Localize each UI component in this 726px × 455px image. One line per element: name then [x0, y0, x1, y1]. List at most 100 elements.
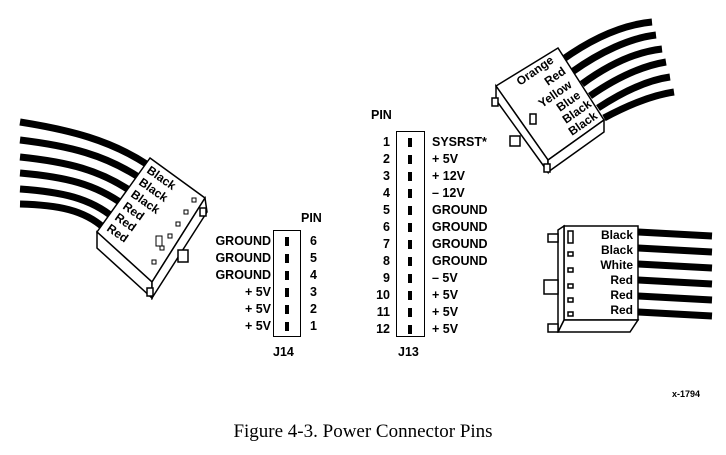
wire-label: White	[600, 258, 633, 272]
j14-pin-row: GROUND 5	[0, 250, 330, 267]
pin-number: 2	[383, 152, 390, 166]
pin-number: 8	[383, 254, 390, 268]
pin-contact	[408, 240, 412, 249]
figure-number: x-1794	[672, 389, 701, 399]
pin-contact	[408, 138, 412, 147]
j14-pin-row: + 5V 3	[0, 284, 330, 301]
left-power-plug: Black Black Black Red Red Red	[19, 118, 208, 300]
pin-signal: GROUND	[432, 203, 488, 217]
j13-pin-row: 2 + 5V	[0, 151, 726, 168]
pin-signal: + 5V	[432, 322, 459, 336]
pin-number: 10	[376, 288, 390, 302]
pin-number: 4	[310, 268, 317, 282]
pin-signal: – 12V	[432, 186, 465, 200]
j14-pin-row: + 5V 1	[0, 318, 330, 335]
wire-label: Red	[610, 288, 633, 302]
wire	[19, 118, 150, 168]
pin-signal: + 5V	[432, 305, 459, 319]
lower-plug-wire-labels: Black Black White Red Red Red	[600, 228, 633, 317]
pin-contact	[408, 325, 412, 334]
pin-number: 3	[383, 169, 390, 183]
pin-contact	[408, 274, 412, 283]
pin-contact	[285, 305, 289, 314]
j13-pin-row: 4 – 12V	[0, 185, 726, 202]
pin-signal: GROUND	[432, 237, 488, 251]
wire	[19, 136, 142, 181]
left-plug-latches	[151, 197, 197, 265]
lower-plug-wires	[637, 228, 713, 320]
j13-connector-box	[396, 131, 425, 337]
pin-contact	[408, 189, 412, 198]
pin-number: 7	[383, 237, 390, 251]
j14-label: J14	[273, 345, 294, 359]
pin-number: 9	[383, 271, 390, 285]
j13-pin-row: 9 – 5V	[0, 270, 726, 287]
pin-number: 6	[383, 220, 390, 234]
j13-pin-row: 11 + 5V	[0, 304, 726, 321]
wire-label: Red	[610, 303, 633, 317]
pin-number: 3	[310, 285, 317, 299]
pin-contact	[408, 172, 412, 181]
wire	[588, 58, 667, 99]
pin-contact	[285, 271, 289, 280]
wire	[602, 88, 675, 122]
pin-contact	[408, 308, 412, 317]
pin-number: 6	[310, 234, 317, 248]
pin-contact	[408, 257, 412, 266]
pin-number: 1	[383, 135, 390, 149]
j13-pin-row: 3 + 12V	[0, 168, 726, 185]
pin-signal: – 5V	[432, 271, 458, 285]
wire-label: Black	[601, 243, 633, 257]
pin-contact	[285, 288, 289, 297]
pin-signal: + 12V	[432, 169, 466, 183]
j14-connector-box	[273, 230, 301, 337]
pin-contact	[285, 322, 289, 331]
wire	[637, 228, 713, 240]
j13-pin-row: 1 SYSRST*	[0, 134, 726, 151]
pin-number: 4	[383, 186, 390, 200]
wire	[637, 260, 713, 272]
wire-label: Red	[610, 273, 633, 287]
pin-signal: GROUND	[432, 254, 488, 268]
pin-number: 5	[310, 251, 317, 265]
j14-pin-row: GROUND 6	[0, 233, 330, 250]
pin-contact	[408, 223, 412, 232]
pin-signal: SYSRST*	[432, 135, 487, 149]
j13-pin-row: 7 GROUND	[0, 236, 726, 253]
pin-number: 11	[376, 305, 390, 319]
j14-pin-row: GROUND 4	[0, 267, 330, 284]
pin-signal: + 5V	[432, 152, 459, 166]
pin-number: 2	[310, 302, 317, 316]
wire	[569, 31, 657, 75]
j13-pin-row: 12 + 5V	[0, 321, 726, 338]
left-plug-wires	[19, 118, 150, 231]
j13-pin-row: 8 GROUND	[0, 253, 726, 270]
pin-contact	[408, 206, 412, 215]
pin-contact	[408, 291, 412, 300]
j13-pin-row: 5 GROUND	[0, 202, 726, 219]
pin-signal: + 5V	[244, 285, 271, 299]
j13-label: J13	[398, 345, 419, 359]
figure-caption: Figure 4-3. Power Connector Pins	[233, 421, 493, 442]
wire	[559, 18, 653, 63]
pin-contact	[285, 254, 289, 263]
pin-signal: GROUND	[215, 234, 271, 248]
j14-pin-row: + 5V 2	[0, 301, 330, 318]
pin-number: 5	[383, 203, 390, 217]
left-plug-wire-labels: Black Black Black Red Red Red	[104, 163, 179, 245]
wire	[637, 308, 713, 320]
pin-contact	[408, 155, 412, 164]
j14-pin-header: PIN	[301, 211, 322, 225]
pin-number: 12	[376, 322, 390, 336]
upper-plug-body	[491, 46, 606, 175]
pin-signal: + 5V	[244, 302, 271, 316]
upper-plug-wires	[559, 18, 675, 122]
pin-contact	[285, 237, 289, 246]
pin-signal: GROUND	[215, 268, 271, 282]
wire	[596, 73, 671, 111]
pin-number: 1	[310, 319, 317, 333]
pin-signal: GROUND	[215, 251, 271, 265]
wire	[19, 200, 107, 231]
upper-right-power-plug: Orange Red Yellow Blue Black Black	[491, 18, 675, 175]
